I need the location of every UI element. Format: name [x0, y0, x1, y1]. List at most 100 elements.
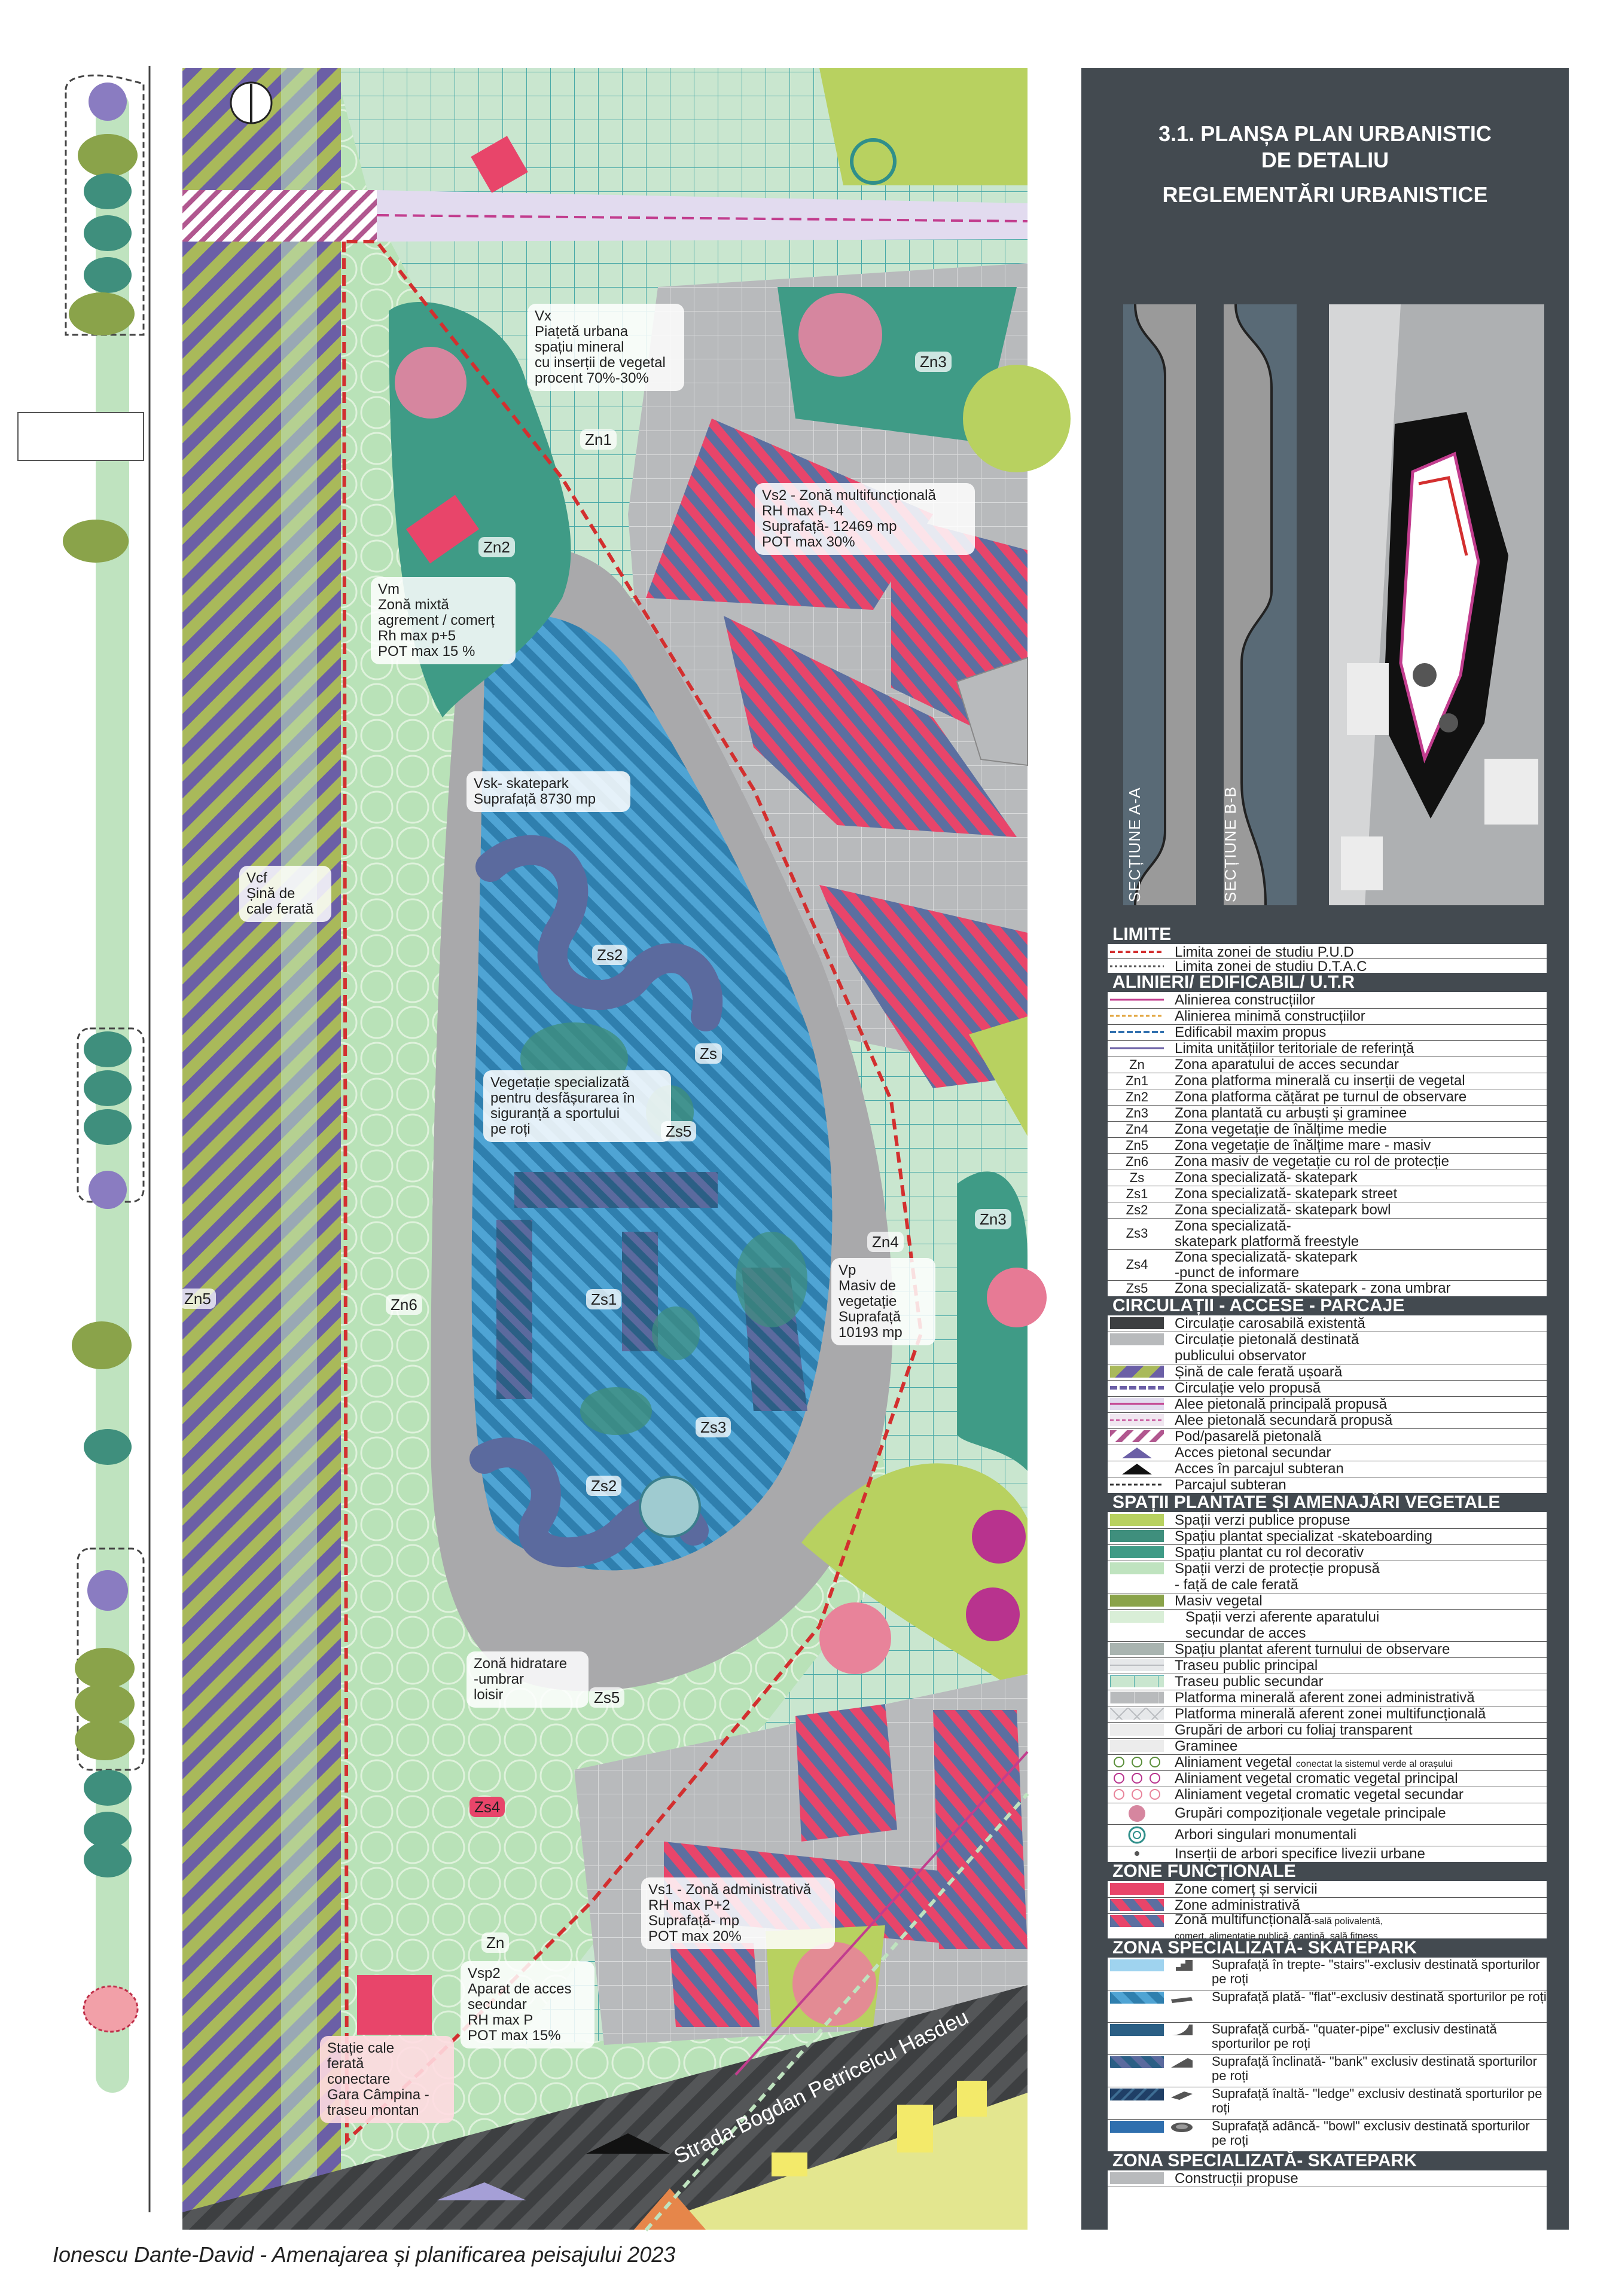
legend-text: Spațiu plantat specializat -skateboardin…	[1175, 1528, 1432, 1544]
section-a: SECȚIUNE A-A	[1123, 304, 1196, 906]
zone-zs4: Zs4	[469, 1797, 505, 1817]
legend-row: Alinierea construcțiilor	[1108, 992, 1547, 1009]
hidr-line: -umbrar	[474, 1671, 525, 1687]
zone-zs5: Zs5	[589, 1687, 625, 1708]
section-b: SECȚIUNE B-B	[1221, 304, 1297, 906]
zone-code: Zs	[1129, 1170, 1145, 1185]
legend-text: Spațiu plantat cu rol decorativ	[1175, 1544, 1364, 1561]
legend-text: Traseu public secundar	[1175, 1674, 1324, 1690]
legend-row: Zone administrativă	[1108, 1897, 1547, 1914]
legend-text: Zone comerț și servicii	[1175, 1881, 1318, 1897]
vs2-line: RH max P+4	[762, 503, 844, 519]
vsk-line: Vsk- skatepark	[474, 775, 569, 792]
zone-zs2: Zs2	[592, 945, 628, 965]
vm-line: POT max 15 %	[378, 643, 475, 660]
swatch	[1110, 2024, 1164, 2036]
zone-zn4: Zn4	[867, 1232, 904, 1252]
vegspec-line: pe roți	[490, 1121, 530, 1137]
legend-text: Zona specializată- skatepark street	[1175, 1186, 1398, 1202]
zone-code: Zs3	[1126, 1226, 1148, 1241]
vp-line: 10193 mp	[839, 1324, 903, 1341]
vm-line: agrement / comerț	[378, 612, 495, 628]
legend-row: Traseu public principal	[1108, 1657, 1547, 1674]
legend-text: Zona specializată- skatepark - zona umbr…	[1175, 1280, 1451, 1296]
legend-text: Acces în parcajul subteran	[1175, 1461, 1344, 1477]
zone-code: Zn6	[1126, 1154, 1148, 1169]
legend-row: Spațiu plantat aferent turnului de obser…	[1108, 1641, 1547, 1658]
legend-row: Aliniament vegetal cromatic vegetal prin…	[1108, 1770, 1547, 1787]
legend-text: Zona masiv de vegetație cu rol de protec…	[1175, 1153, 1449, 1170]
zone-code: Zs1	[1126, 1186, 1148, 1201]
vx-line: Piațetă urbana	[535, 323, 629, 340]
legend-text: Parcajul subteran	[1175, 1477, 1286, 1493]
vsp2-line: POT max 15%	[468, 2028, 561, 2044]
legend-text: Aliniament vegetal conectat la sistemul …	[1175, 1754, 1453, 1772]
swatch	[1122, 1448, 1152, 1458]
legend-row: Alee pietonală principală propusă	[1108, 1396, 1547, 1413]
vsp2-line: RH max P	[468, 2012, 533, 2028]
legend-row: Circulație carosabilă existentă	[1108, 1315, 1547, 1332]
section-a-drawing	[1123, 304, 1196, 906]
swatch	[1110, 1398, 1164, 1410]
vegspec-label: Vegetație specializată pentru desfășurar…	[483, 1070, 671, 1142]
statie-line: conectare	[327, 2071, 391, 2087]
zone-zn5: Zn5	[179, 1289, 216, 1309]
legend-row: Spațiu plantat cu rol decorativ	[1108, 1544, 1547, 1561]
swatch	[1110, 1883, 1164, 1895]
swatch	[1110, 1546, 1164, 1558]
vp-line: Vp	[839, 1262, 856, 1278]
swatch	[1114, 1757, 1160, 1767]
legend-text: Zona plantată cu arbuști și graminee	[1175, 1105, 1407, 1121]
legend-text: Șină de cale ferată ușoară	[1175, 1364, 1343, 1380]
legend-text: Grupări compoziționale vegetale principa…	[1175, 1805, 1446, 1821]
legend-text: Suprafață în trepte- "stairs"-exclusiv d…	[1212, 1957, 1540, 1986]
legend-row: Acces în parcajul subteran	[1108, 1461, 1547, 1477]
legend-row: Suprafață în trepte- "stairs"-exclusiv d…	[1108, 1958, 1547, 1990]
legend-row: Suprafață plată- "flat"-exclusiv destina…	[1108, 1990, 1547, 2023]
left-elevation-strip	[17, 66, 151, 2212]
vcf-line: Vcf	[246, 870, 267, 886]
hidr-label: Zonă hidratare -umbrar loisir	[467, 1651, 589, 1708]
legend-text: - față de cale ferată	[1175, 1577, 1298, 1593]
legend-head-aliniere: ALINIERI/ EDIFICABIL/ U.T.R	[1108, 973, 1547, 992]
zone-code: Zn3	[1126, 1106, 1148, 1120]
legend-text: Arbori singulari monumentali	[1175, 1827, 1357, 1843]
legend-head-func: ZONE FUNCȚIONALE	[1108, 1862, 1547, 1881]
legend-row: Zn6 Zona masiv de vegetație cu rol de pro…	[1108, 1153, 1547, 1170]
vs1-label: Vs1 - Zonă administrativă RH max P+2 Sup…	[641, 1877, 835, 1949]
zone-zs3: Zs3	[696, 1417, 731, 1437]
section-b-label: SECȚIUNE B-B	[1221, 786, 1239, 902]
swatch	[1110, 1708, 1164, 1720]
bowl-icon	[1171, 2123, 1193, 2132]
swatch	[1110, 1514, 1164, 1526]
vs2-line: POT max 30%	[762, 534, 855, 550]
zone-zs: Zs	[695, 1043, 722, 1064]
vs1-line: RH max P+2	[648, 1897, 730, 1913]
legend-text: Alee pietonală principală propusă	[1175, 1396, 1387, 1412]
legend-table: LIMITE Limita zonei de studiu P.U.D Limi…	[1108, 925, 1547, 2270]
legend-row: Edificabil maxim propus	[1108, 1024, 1547, 1041]
zone-code: Zs4	[1126, 1257, 1148, 1272]
vp-label: Vp Masiv de vegetație Suprafață 10193 mp	[831, 1258, 935, 1345]
legend-text: Zona specializată- skatepark	[1175, 1249, 1358, 1265]
vsp2-line: Aparat de acces	[468, 1981, 572, 1997]
zone-code: Zn5	[1126, 1138, 1148, 1153]
zone-zn3: Zn3	[975, 1209, 1011, 1229]
hidr-line: Zonă hidratare	[474, 1656, 568, 1672]
stairs-icon	[1171, 1960, 1193, 1971]
vm-label: Vm Zonă mixtă agrement / comerț Rh max p…	[371, 577, 516, 664]
statie-line: Stație cale	[327, 2040, 395, 2056]
line-swatch	[1110, 999, 1164, 1001]
legend-row: Traseu public secundar	[1108, 1674, 1547, 1690]
quarter-pipe-icon	[1171, 2025, 1193, 2035]
vp-line: Suprafață	[839, 1309, 901, 1325]
swatch	[1114, 1789, 1160, 1800]
